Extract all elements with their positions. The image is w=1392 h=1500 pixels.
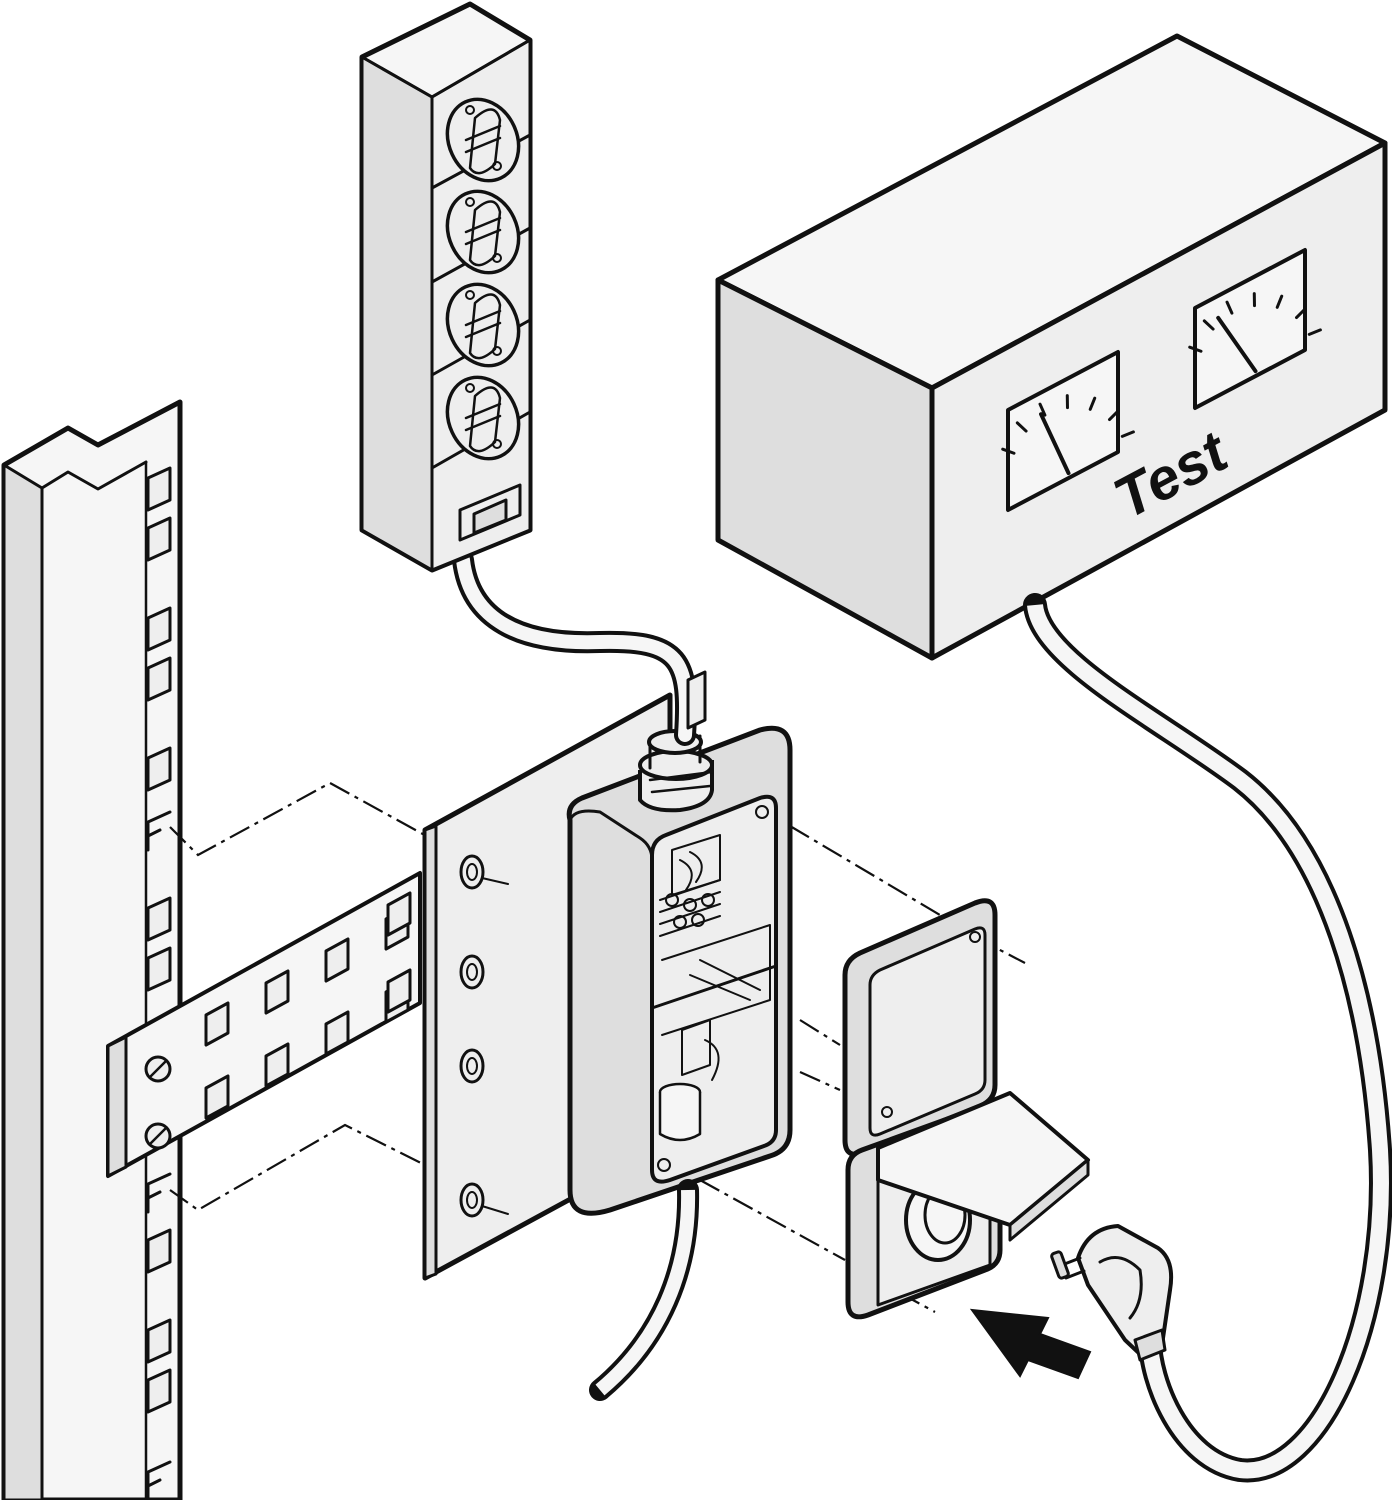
test-instrument-meters [1001, 248, 1322, 512]
power-strip [359, 1, 533, 573]
socket-hole [492, 161, 502, 171]
rail-hole [146, 1318, 172, 1364]
meter-tick [1015, 421, 1028, 433]
socket-hole [465, 383, 475, 393]
rail-hook-slot [146, 810, 172, 852]
socket-hole [465, 105, 475, 115]
meter-tick [1275, 294, 1284, 309]
meter-tick [1088, 396, 1097, 411]
plate-screws [459, 854, 509, 1218]
junction-box-internals [657, 805, 771, 1172]
socket-contacts [464, 216, 502, 246]
cable-gland [638, 729, 714, 813]
meter-needle [1216, 315, 1258, 374]
mounting-rail-hole [264, 969, 290, 1015]
meter-tick [1038, 402, 1047, 417]
mounting-rail-hole [386, 968, 412, 1014]
socket-contacts [464, 124, 502, 154]
rail-hole [146, 896, 172, 942]
mounting-rail-square-holes [204, 891, 412, 1120]
mounting-rail-hole [386, 891, 412, 937]
rail-hole [146, 1368, 172, 1414]
socket-contacts [464, 402, 502, 432]
socket-hole [465, 197, 475, 207]
outgoing-cable [589, 1179, 700, 1401]
meter-tick [1120, 430, 1135, 438]
power-strip-sockets [445, 97, 521, 461]
analog-meter [1006, 350, 1120, 512]
rail-hole [146, 746, 172, 792]
mounting-rail-hole [204, 1001, 230, 1047]
power-strip-cable [452, 549, 707, 746]
mounting-rail-hole [204, 1074, 230, 1120]
meter-tick [1307, 328, 1322, 336]
socket-outlet [845, 1091, 1090, 1320]
rail-square-holes [146, 466, 172, 1500]
socket-earth-clip [468, 108, 502, 175]
rail-hole [146, 656, 172, 702]
rail-hook-slot [146, 1172, 172, 1214]
socket-hole [492, 346, 502, 356]
analog-meter [1193, 248, 1307, 410]
socket-earth-clip [468, 386, 502, 453]
socket-hole [492, 253, 502, 263]
mounting-rail-hole [324, 937, 350, 983]
socket-cover-lid [842, 898, 998, 1157]
meter-tick [1188, 345, 1203, 353]
meter-tick [1108, 409, 1120, 422]
mounting-rail-hole [264, 1042, 290, 1088]
socket-contacts [464, 309, 502, 339]
socket-earth-clip [468, 200, 502, 267]
rail-hook-slot [146, 1460, 172, 1500]
rail-hole [146, 516, 172, 562]
power-strip-switch [458, 483, 522, 542]
rail-hole [146, 946, 172, 992]
rack-rail [1, 399, 183, 1500]
rail-hole [146, 466, 172, 512]
rail-hole [146, 1228, 172, 1274]
socket-earth-clip [468, 293, 502, 360]
meter-tick [1225, 300, 1234, 315]
rail-hole [146, 606, 172, 652]
test-cable [1023, 593, 1392, 1483]
socket-hole [465, 290, 475, 300]
earthed-plug [1050, 1224, 1174, 1362]
socket-hole [492, 439, 502, 449]
insert-direction-arrow [969, 1308, 1092, 1380]
mounting-rail-hole [324, 1010, 350, 1056]
meter-tick [1295, 307, 1307, 320]
meter-needle [1039, 412, 1071, 476]
mounting-rail-screws [144, 1055, 172, 1150]
meter-tick [1202, 319, 1215, 331]
meter-tick [1001, 447, 1016, 455]
